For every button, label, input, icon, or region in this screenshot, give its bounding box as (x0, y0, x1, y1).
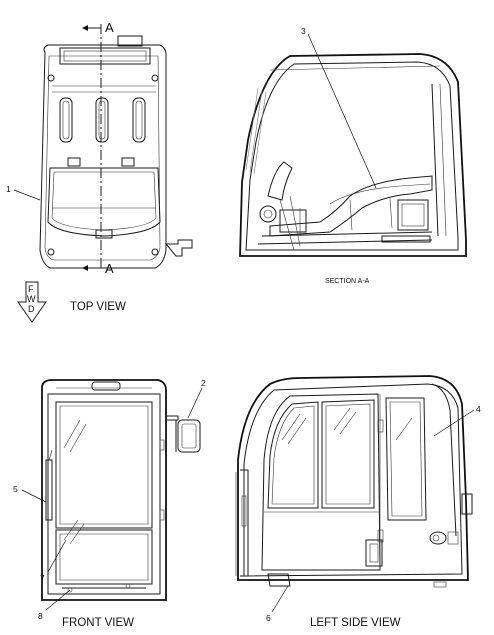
front-view-drawing (41, 379, 201, 601)
callout-1: 1 (6, 184, 11, 194)
fwd-letter-d: D (28, 304, 35, 314)
fwd-letter-w: W (27, 294, 36, 304)
section-a-a-drawing (239, 53, 467, 257)
callout-7: 7 (40, 573, 45, 583)
left-side-view-drawing (235, 375, 473, 588)
section-cut-letter-top: A (105, 20, 114, 35)
callout-leaders (13, 33, 475, 613)
top-view-drawing (39, 24, 193, 271)
left-side-view-label: LEFT SIDE VIEW (310, 617, 401, 629)
forward-arrow-icon (17, 281, 47, 323)
callout-4: 4 (476, 404, 481, 414)
callout-3: 3 (301, 26, 306, 36)
callout-6: 6 (266, 613, 271, 623)
callout-2: 2 (201, 378, 206, 388)
fwd-letter-f: F (28, 284, 34, 294)
section-a-a-label: SECTION A-A (325, 278, 370, 285)
callout-5: 5 (13, 484, 18, 494)
top-view-label: TOP VIEW (70, 301, 126, 313)
section-cut-letter-bottom: A (105, 261, 114, 276)
callout-8: 8 (38, 611, 43, 621)
front-view-label: FRONT VIEW (62, 617, 134, 629)
